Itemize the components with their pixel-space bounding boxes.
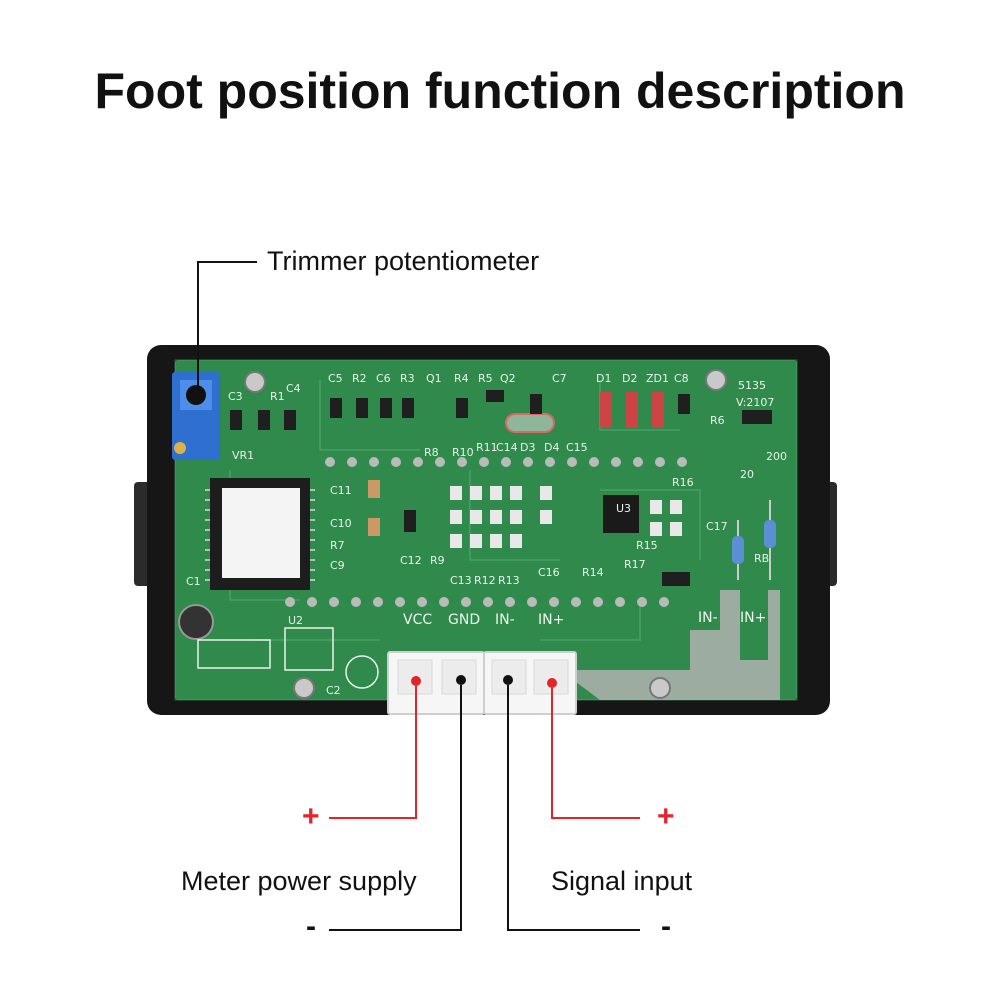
silkscreen-text: C16 xyxy=(538,566,560,579)
board-model: 5135 xyxy=(738,379,766,392)
vcc-pin-marker xyxy=(411,676,421,686)
signal-plus-sign: + xyxy=(657,800,675,833)
silkscreen-text: R1 xyxy=(270,390,285,403)
silkscreen-text: D2 xyxy=(622,372,637,385)
silkscreen-text: R5 xyxy=(478,372,493,385)
silkscreen-text: D3 xyxy=(520,441,535,454)
silkscreen-text: VR1 xyxy=(232,449,254,462)
silkscreen-text: C14 xyxy=(496,441,518,454)
in-plus-pin-marker xyxy=(547,678,557,688)
page-title: Foot position function description xyxy=(94,63,906,119)
silkscreen-text: R17 xyxy=(624,558,646,571)
smd-components xyxy=(230,390,772,586)
signal-connector xyxy=(483,651,577,715)
silkscreen-text: R7 xyxy=(330,539,345,552)
axial-resistors xyxy=(732,500,776,580)
silkscreen-text: C6 xyxy=(376,372,391,385)
u3-chip xyxy=(603,495,639,533)
side-label-in-minus: IN- xyxy=(698,610,718,626)
pin-label-gnd: GND xyxy=(448,612,480,628)
silkscreen-text: R10 xyxy=(452,446,474,459)
silkscreen-text: C4 xyxy=(286,382,301,395)
capacitor-c2 xyxy=(345,655,379,689)
power-supply-label: Meter power supply xyxy=(181,866,417,896)
vcc-callout-line xyxy=(329,686,417,819)
silkscreen-text: C11 xyxy=(330,484,352,497)
silkscreen-text: R13 xyxy=(498,574,520,587)
silkscreen-text: R2 xyxy=(352,372,367,385)
gnd-pin-marker xyxy=(456,675,466,685)
silkscreen-text: R12 xyxy=(474,574,496,587)
silkscreen-text: C10 xyxy=(330,517,352,530)
board-version: V:2107 xyxy=(736,396,774,409)
gnd-callout-line xyxy=(329,685,462,931)
silkscreen-text: R11 xyxy=(476,441,498,454)
trimmer-callout-line xyxy=(197,261,257,395)
silkscreen-labels: 5135 V:2107 C5 R2 C6 R3 Q1 R4 R5 Q2 C7 D… xyxy=(186,372,787,697)
u2-regulator xyxy=(284,627,334,671)
capacitor-c1 xyxy=(178,604,214,640)
silkscreen-text: RB xyxy=(754,552,769,565)
pad-row-bottom xyxy=(285,597,669,607)
pcb-board xyxy=(175,360,797,700)
silkscreen-text: C3 xyxy=(228,390,243,403)
silkscreen-text: C9 xyxy=(330,559,345,572)
in-plus-callout-line xyxy=(551,688,640,819)
silkscreen-text: 200 xyxy=(766,450,787,463)
silkscreen-text: ZD1 xyxy=(646,372,669,385)
inductor xyxy=(505,413,555,433)
solder-trace xyxy=(560,590,780,700)
silkscreen-text: R4 xyxy=(454,372,469,385)
pin-label-in-minus: IN- xyxy=(495,612,515,628)
u3-label: U3 xyxy=(616,502,631,515)
silkscreen-text: C2 xyxy=(326,684,341,697)
silkscreen-text: C12 xyxy=(400,554,422,567)
power-connector xyxy=(387,651,485,715)
silkscreen-text: C1 xyxy=(186,575,201,588)
silkscreen-text: C17 xyxy=(706,520,728,533)
signal-input-label: Signal input xyxy=(551,866,693,896)
pin-label-in-plus: IN+ xyxy=(538,612,564,628)
in-minus-callout-line xyxy=(507,685,640,931)
silkscreen-text: D4 xyxy=(544,441,559,454)
silkscreen-text: C5 xyxy=(328,372,343,385)
power-minus-sign: - xyxy=(306,910,316,943)
silkscreen-text: R9 xyxy=(430,554,445,567)
silkscreen-text: 20 xyxy=(740,468,754,481)
silkscreen-text: R16 xyxy=(672,476,694,489)
pad-row-top xyxy=(325,457,687,467)
silkscreen-text: Q1 xyxy=(426,372,442,385)
in-minus-pin-marker xyxy=(503,675,513,685)
silkscreen-text: C8 xyxy=(674,372,689,385)
component-grid xyxy=(450,486,682,548)
trimmer-label: Trimmer potentiometer xyxy=(267,246,540,276)
pin-label-vcc: VCC xyxy=(403,612,432,628)
silkscreen-text: C7 xyxy=(552,372,567,385)
silkscreen-text: R8 xyxy=(424,446,439,459)
u2-label: U2 xyxy=(288,614,303,627)
silkscreen-text: R3 xyxy=(400,372,415,385)
silkscreen-text: D1 xyxy=(596,372,611,385)
silkscreen-text: R14 xyxy=(582,566,604,579)
side-label-in-plus: IN+ xyxy=(740,610,766,626)
silkscreen-text: R15 xyxy=(636,539,658,552)
silkscreen-text: Q2 xyxy=(500,372,516,385)
silkscreen-text: C15 xyxy=(566,441,588,454)
silkscreen-text: R6 xyxy=(710,414,725,427)
signal-minus-sign: - xyxy=(661,910,671,943)
power-plus-sign: + xyxy=(302,800,320,833)
screws xyxy=(244,369,727,699)
silkscreen-text: C13 xyxy=(450,574,472,587)
